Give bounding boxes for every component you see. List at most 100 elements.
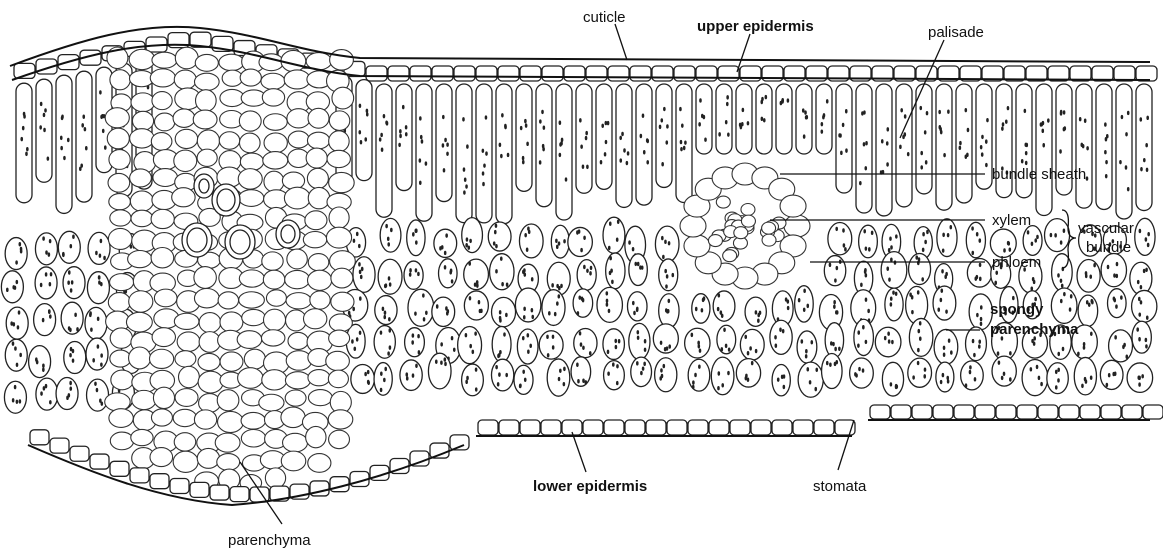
chloroplast — [546, 335, 549, 339]
chloroplast — [671, 273, 674, 277]
spongy-cell — [936, 362, 954, 392]
palisade-cell — [16, 83, 32, 203]
lower-epidermis-cell — [150, 474, 169, 489]
chloroplast — [1123, 343, 1126, 347]
chloroplast — [890, 302, 893, 306]
spongy-cell — [711, 357, 734, 395]
chloroplast — [469, 239, 472, 243]
chloroplast — [382, 307, 385, 311]
chloroplast — [606, 299, 609, 303]
chloroplast — [1025, 151, 1028, 155]
chloroplast — [1106, 383, 1109, 387]
chloroplast — [1005, 120, 1008, 124]
chloroplast — [419, 181, 422, 185]
parenchyma-cell — [281, 451, 306, 471]
chloroplast — [615, 345, 618, 349]
chloroplast — [889, 237, 892, 241]
chloroplast — [940, 380, 943, 384]
chloroplast — [642, 366, 645, 370]
chloroplast — [523, 315, 526, 319]
spongy-cell — [798, 362, 823, 397]
spongy-cell — [688, 359, 710, 391]
chloroplast — [16, 363, 19, 367]
chloroplast — [747, 351, 750, 355]
chloroplast — [1007, 241, 1010, 245]
chloroplast — [439, 246, 442, 250]
spongy-cell — [5, 238, 27, 270]
chloroplast — [1140, 167, 1143, 171]
chloroplast — [1025, 161, 1028, 165]
chloroplast — [99, 90, 102, 94]
chloroplast — [639, 265, 642, 269]
chloroplast — [774, 335, 777, 339]
lower-epidermis-cell — [604, 420, 624, 435]
parenchyma-cell — [108, 173, 130, 192]
chloroplast — [1062, 347, 1065, 351]
chloroplast — [1104, 122, 1107, 126]
chloroplast — [482, 149, 485, 153]
chloroplast — [863, 110, 866, 114]
chloroplast — [49, 314, 52, 318]
spongy-cell — [86, 338, 108, 370]
parenchyma-cell — [303, 232, 326, 248]
palisade-cell — [896, 84, 912, 207]
chloroplast — [601, 124, 604, 128]
chloroplast — [919, 321, 922, 325]
spongy-cell — [881, 252, 907, 289]
chloroplast — [1147, 232, 1150, 236]
chloroplast — [637, 330, 640, 334]
chloroplast — [6, 288, 9, 292]
chloroplast — [559, 121, 562, 125]
parenchyma-cell — [263, 309, 285, 331]
chloroplast — [1145, 268, 1148, 272]
chloroplast — [577, 311, 580, 315]
chloroplast — [805, 354, 808, 358]
chloroplast — [102, 129, 105, 133]
chloroplast — [1107, 265, 1110, 269]
lower-epidermis-cell — [1101, 405, 1121, 419]
palisade-cell — [436, 84, 452, 202]
chloroplast — [84, 127, 87, 131]
chloroplast — [524, 119, 527, 123]
chloroplast — [542, 147, 545, 151]
chloroplast — [17, 325, 20, 329]
spongy-cell — [934, 329, 958, 364]
chloroplast — [698, 365, 701, 369]
chloroplast — [563, 382, 566, 386]
spongy-cell — [850, 358, 874, 388]
chloroplast — [590, 266, 593, 270]
lower-epidermis-cell — [912, 405, 932, 419]
chloroplast — [415, 240, 418, 244]
chloroplast — [616, 381, 619, 385]
parenchyma-cell — [285, 390, 306, 406]
chloroplast — [555, 239, 558, 243]
chloroplast — [805, 115, 808, 119]
chloroplast — [522, 336, 525, 340]
chloroplast — [1125, 132, 1128, 136]
chloroplast — [580, 248, 583, 252]
chloroplast — [387, 242, 390, 246]
chloroplast — [664, 347, 667, 351]
chloroplast — [1063, 229, 1066, 233]
chloroplast — [761, 117, 764, 121]
parenchyma-cell — [130, 191, 153, 211]
chloroplast — [642, 113, 645, 117]
chloroplast — [618, 339, 621, 343]
chloroplast — [501, 113, 504, 117]
chloroplast — [442, 115, 445, 119]
chloroplast — [389, 282, 392, 286]
chloroplast — [485, 151, 488, 155]
chloroplast — [405, 125, 408, 129]
lower-epidermis-cell — [646, 420, 666, 435]
chloroplast — [97, 344, 100, 348]
chloroplast — [725, 120, 728, 124]
upper-epidermis-cell — [586, 66, 607, 81]
chloroplast — [446, 142, 449, 146]
chloroplast — [1050, 233, 1053, 237]
chloroplast — [644, 339, 647, 343]
chloroplast — [497, 382, 500, 386]
parenchyma-cell — [329, 131, 350, 152]
lower-epidermis-cell — [667, 420, 687, 435]
palisade-cell — [836, 84, 852, 193]
chloroplast — [1002, 122, 1005, 126]
